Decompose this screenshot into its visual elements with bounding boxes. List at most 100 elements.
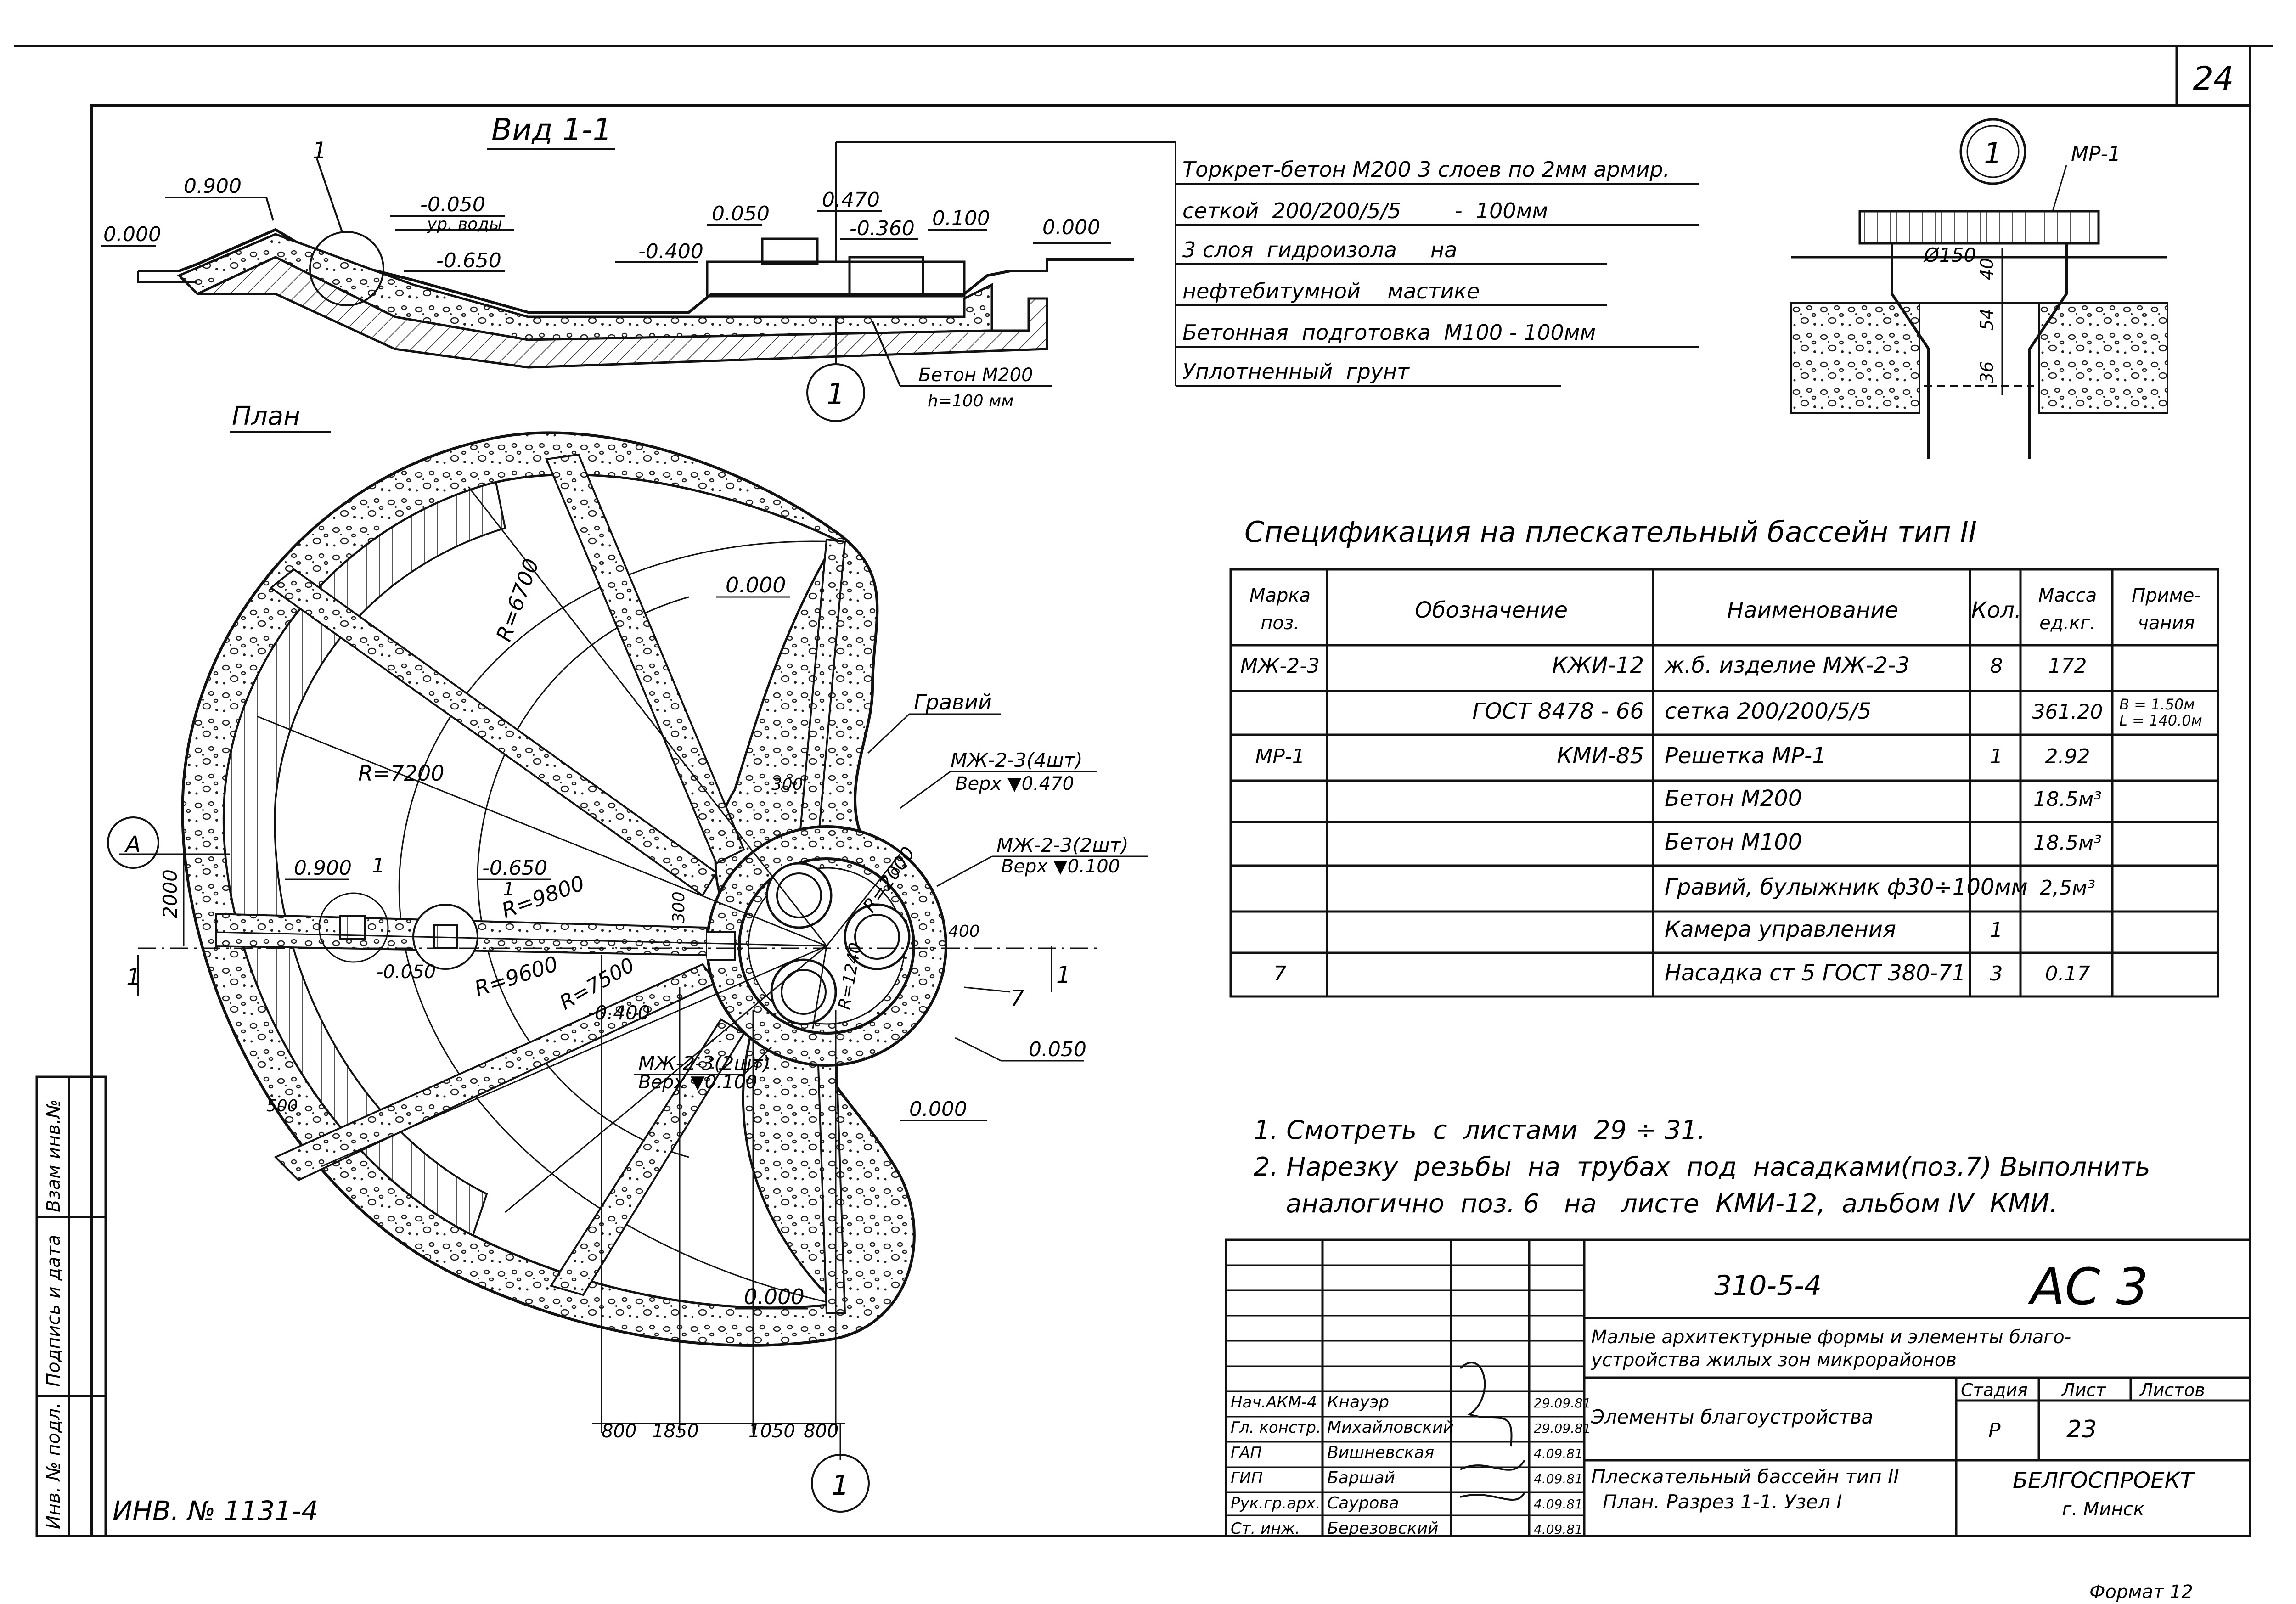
- spec-title: Спецификация на плескательный бассейн ти…: [1244, 515, 1977, 549]
- section-label-concrete: Бетон М200: [918, 365, 1033, 386]
- plan-mzh1a: МЖ-2-3(4шт): [951, 749, 1083, 771]
- spec-cell-r1-c4: 361.20: [2032, 700, 2103, 724]
- tb-person-name-3: Баршай: [1327, 1469, 1395, 1487]
- tb-section-name: Элементы благоустройства: [1591, 1406, 1873, 1428]
- section-label-0000b: 0.000: [1042, 216, 1100, 239]
- section-label-h100: h=100 мм: [928, 392, 1013, 411]
- spec-cell-r5-c2: Гравий, булыжник ф30÷100мм: [1665, 874, 2028, 900]
- spec-cell-r0-c4: 172: [2048, 654, 2087, 678]
- plan-0000-top: 0.000: [726, 573, 786, 597]
- section-label-0470: 0.470: [822, 188, 880, 212]
- spec-table: Спецификация на плескательный бассейн ти…: [1229, 515, 2219, 998]
- plan-beams: [215, 453, 846, 1314]
- plan-gravel: Гравий: [914, 690, 992, 715]
- plan-m0400: -0.400: [588, 1002, 650, 1024]
- tb-person-date-0: 29.09.81: [1534, 1396, 1591, 1411]
- plan-cut1a: 1: [126, 964, 141, 991]
- plan-d1050: 1050: [748, 1421, 795, 1442]
- plan-bottom-callout: [811, 1454, 870, 1513]
- section-callout-num: 1: [827, 377, 845, 411]
- spec-header-2: Наименование: [1727, 597, 1898, 623]
- tb-person-name-0: Кнауэр: [1327, 1393, 1389, 1412]
- section-label-0900: 0.900: [184, 174, 242, 198]
- layers-list: Торкрет-бетон М200 3 слоев по 2мм армир.…: [1175, 142, 1699, 387]
- tb-person-date-1: 29.09.81: [1534, 1421, 1591, 1436]
- tb-person-name-4: Саурова: [1327, 1494, 1399, 1513]
- node-detail: 1 МР-1 Ø150 40 54 36: [1790, 118, 2168, 459]
- spec-header-5: Приме-: [2132, 585, 2201, 606]
- tb-person-role-0: Нач.АКМ-4: [1231, 1393, 1317, 1412]
- tb-stage: Р: [1988, 1419, 2001, 1442]
- plan-d300a: 300: [771, 775, 803, 794]
- section-base-layer: [197, 256, 1048, 369]
- tb-person-date-4: 4.09.81: [1534, 1497, 1583, 1512]
- plan-dim-lines: [119, 486, 1102, 1460]
- section-label-m0360: -0.360: [850, 217, 915, 240]
- spec-cell-r4-c4: 18.5м³: [2033, 831, 2102, 855]
- node-grate: [1858, 210, 2100, 245]
- tb-person-name-2: Вишневская: [1327, 1443, 1434, 1462]
- section-label-m0050: -0.050: [420, 193, 485, 216]
- tb-drawing-name: Плескательный бассейн тип II: [1591, 1465, 1899, 1488]
- section-control-chamber: [706, 260, 966, 298]
- layer-line-1: Торкрет-бетон М200 3 слоев по 2мм армир.: [1182, 157, 1670, 182]
- plan-m0050: -0.050: [377, 962, 436, 983]
- notes: 1. Смотреть с листами 29 ÷ 31. 2. Нарезк…: [1254, 1115, 2150, 1219]
- tb-person-role-1: Гл. констр.: [1231, 1418, 1321, 1437]
- spec-header-0-b: поз.: [1261, 613, 1300, 634]
- note-2: 2. Нарезку резьбы на трубах под насадкам…: [1254, 1152, 2150, 1182]
- section-label-0100: 0.100: [932, 207, 990, 230]
- spec-cell-r7-c0: 7: [1274, 962, 1287, 985]
- signature-mark: [1459, 1362, 1525, 1501]
- section-chamber-top: [761, 237, 819, 265]
- plan-d500: 500: [266, 1097, 298, 1115]
- section-chamber-box: [848, 256, 924, 298]
- tb-sheet-code: АС 3: [2027, 1257, 2148, 1316]
- tb-stage-h: Стадия: [1961, 1380, 2028, 1400]
- plan-d1850: 1850: [652, 1421, 699, 1442]
- spec-cell-r7-c4: 0.17: [2045, 962, 2090, 985]
- section-leaders: [101, 141, 1176, 387]
- stamp-vzam-inv: Взам инв.№: [43, 1099, 64, 1212]
- plan-mzh3a: МЖ-2-3(2шт): [638, 1052, 771, 1075]
- note-3: аналогично поз. 6 на листе КМИ-12, альбо…: [1286, 1189, 2058, 1219]
- section-label-m0650: -0.650: [436, 249, 501, 272]
- tb-person-role-4: Рук.гр.арх.: [1231, 1494, 1321, 1513]
- sheet-number-top: 24: [2193, 60, 2234, 97]
- spec-cell-r7-c3: 3: [1990, 962, 2003, 985]
- node-concrete-left: [1790, 302, 1920, 414]
- spec-header-0: Марка: [1249, 585, 1311, 606]
- section-ground-hatch: [137, 271, 197, 283]
- spec-cell-r2-c1: КМИ-85: [1557, 743, 1644, 769]
- tb-project: Малые архитектурные формы и элементы бла…: [1591, 1327, 2071, 1348]
- plan-mzh2b: Верх ▼0.100: [1001, 856, 1120, 877]
- node-d40: 40: [1977, 258, 1997, 280]
- tb-person-date-2: 4.09.81: [1534, 1446, 1583, 1461]
- note-1: 1. Смотреть с листами 29 ÷ 31.: [1254, 1115, 1705, 1145]
- plan-axis-a: А: [124, 832, 141, 857]
- sheet-frame: [14, 45, 2273, 1537]
- section-label-0000: 0.000: [103, 223, 161, 246]
- spec-cell-r4-c2: Бетон М100: [1665, 829, 1802, 855]
- node-d36: 36: [1977, 361, 1997, 383]
- plan-axis-a-circle: [107, 816, 159, 869]
- tb-sheet: 23: [2066, 1416, 2097, 1443]
- node-callout-circle: [1959, 118, 2026, 185]
- tb-person-role-3: ГИП: [1231, 1469, 1263, 1487]
- tb-sheets-h: Листов: [2139, 1380, 2205, 1400]
- spec-cell-r1-c2: сетка 200/200/5/5: [1665, 698, 1871, 724]
- spec-cell-r0-c0: МЖ-2-3: [1240, 654, 1320, 678]
- section-label-0050: 0.050: [712, 202, 770, 225]
- spec-cell-r2-c2: Решетка МР-1: [1665, 743, 1826, 769]
- tb-city: г. Минск: [2062, 1499, 2144, 1520]
- plan-mzh1b: Верх ▼0.470: [955, 773, 1074, 794]
- layer-line-5: Бетонная подготовка М100 - 100мм: [1182, 320, 1596, 345]
- spec-cell-r6-c2: Камера управления: [1665, 917, 1896, 942]
- node-callout-num: 1: [1984, 136, 2002, 170]
- node-mark: МР-1: [2071, 142, 2121, 166]
- tb-person-role-2: ГАП: [1231, 1444, 1262, 1462]
- tb-code: 310-5-4: [1714, 1270, 1822, 1302]
